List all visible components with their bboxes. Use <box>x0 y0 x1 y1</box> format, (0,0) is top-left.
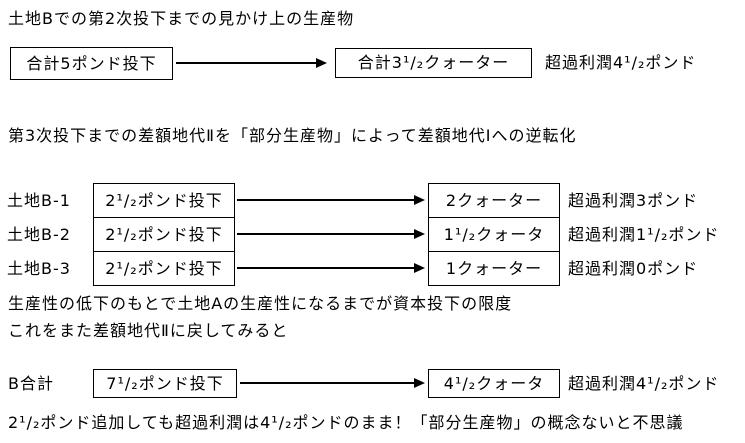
footnote: 2¹/₂ポンド追加しても超過利潤は4¹/₂ポンドのまま！「部分生産物」の概念ない… <box>8 413 684 432</box>
section1-title: 土地Bでの第2次投下までの見かけ上の生産物 <box>8 9 355 28</box>
output-cell: 2クォーター <box>429 184 559 218</box>
output-stack: 2クォーター 1¹/₂クォータ 1クォーター <box>428 183 560 286</box>
input-cell: 2¹/₂ポンド投下 <box>105 259 223 278</box>
note-back-to-rent2: これをまた差額地代Ⅱに戻してみると <box>8 321 289 340</box>
arrow-shaft <box>237 267 414 269</box>
arrow-head <box>414 195 425 205</box>
land-label: 土地B-2 <box>7 224 71 244</box>
land-label: 土地B-1 <box>7 190 71 210</box>
total-input-box: 7¹/₂ポンド投下 <box>93 369 237 398</box>
profit-label: 超過利潤1¹/₂ポンド <box>568 224 720 244</box>
input-stack: 2¹/₂ポンド投下 2¹/₂ポンド投下 2¹/₂ポンド投下 <box>93 183 235 286</box>
profit-label: 超過利潤0ポンド <box>568 258 699 278</box>
section1-arrow-icon <box>176 58 327 68</box>
profit-label: 超過利潤3ポンド <box>568 190 699 210</box>
total-profit-label: 超過利潤4¹/₂ポンド <box>568 373 720 393</box>
section2-title: 第3次投下までの差額地代Ⅱを「部分生産物」によって差額地代Ⅰへの逆転化 <box>8 126 577 145</box>
arrow-head <box>414 263 425 273</box>
section1-profit-label: 超過利潤4¹/₂ポンド <box>545 53 697 72</box>
arrow-shaft <box>237 199 414 201</box>
arrow-head <box>414 229 425 239</box>
input-cell: 2¹/₂ポンド投下 <box>94 184 234 218</box>
row-arrow-icon <box>237 263 425 273</box>
arrow-shaft <box>237 233 414 235</box>
total-output-box: 4¹/₂クォータ <box>428 369 560 398</box>
arrow-shaft <box>240 382 414 384</box>
arrow-shaft <box>176 62 316 64</box>
section1-output-box: 合計3¹/₂クォーター <box>335 48 532 78</box>
output-cell: 1¹/₂クォータ <box>429 218 559 252</box>
land-label: 土地B-3 <box>7 258 71 278</box>
output-cell: 1クォーター <box>445 259 543 278</box>
input-cell: 2¹/₂ポンド投下 <box>94 218 234 252</box>
note-productivity-limit: 生産性の低下のもとで土地Aの生産性になるまでが資本投下の限度 <box>8 294 513 313</box>
arrow-head <box>414 378 425 388</box>
row-arrow-icon <box>237 195 425 205</box>
total-label: B合計 <box>8 373 54 393</box>
section1-input-box: 合計5ポンド投下 <box>10 47 173 80</box>
total-arrow-icon <box>240 378 425 388</box>
row-arrow-icon <box>237 229 425 239</box>
arrow-head <box>316 58 327 68</box>
